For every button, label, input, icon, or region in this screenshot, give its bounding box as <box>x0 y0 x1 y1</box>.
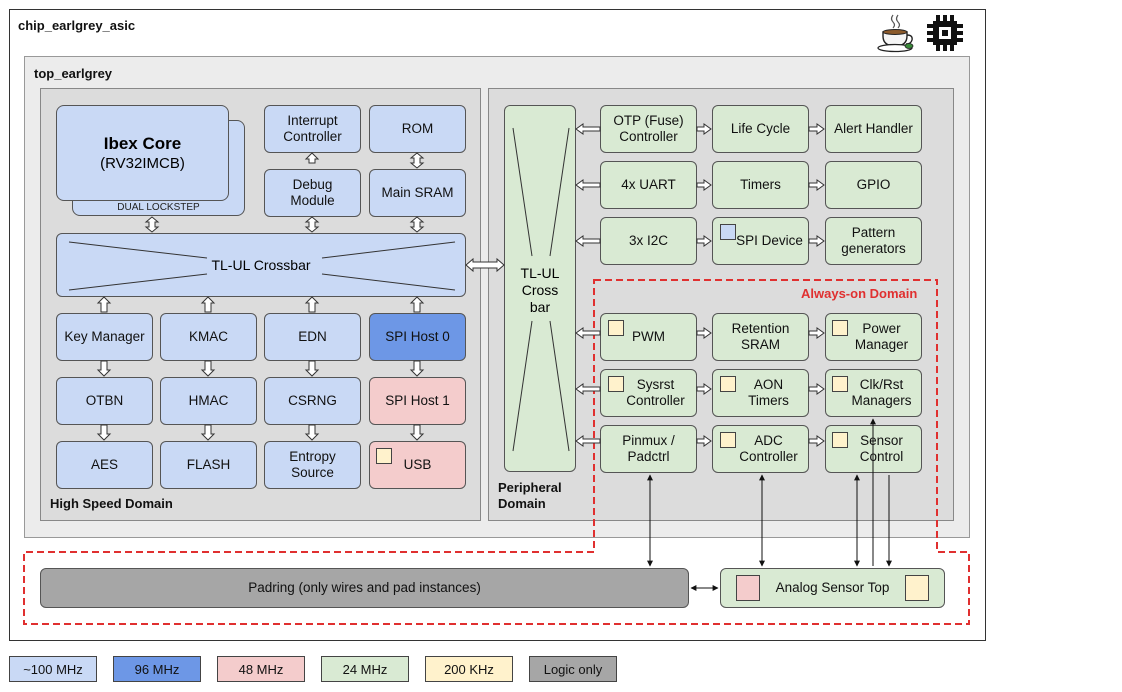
top-title: top_earlgrey <box>34 66 113 81</box>
csrng: CSRNG <box>264 377 361 425</box>
ibex-core-name: Ibex Core <box>103 133 182 153</box>
analog-48mhz-marker <box>736 575 760 601</box>
legend-24mhz: 24 MHz <box>321 656 409 682</box>
life-cycle: Life Cycle <box>712 105 809 153</box>
aes: AES <box>56 441 153 489</box>
power-manager-label: Power Manager <box>854 321 909 352</box>
legend-96mhz: 96 MHz <box>113 656 201 682</box>
sysrst-200khz-marker <box>608 376 624 392</box>
high-speed-domain-label: High Speed Domain <box>50 496 173 511</box>
spi-host-0: SPI Host 0 <box>369 313 466 361</box>
teacup-icon <box>876 12 918 54</box>
clk-rst-managers-label: Clk/Rst Managers <box>851 377 912 408</box>
usb-label: USB <box>403 457 432 472</box>
spi-host-1: SPI Host 1 <box>369 377 466 425</box>
key-manager: Key Manager <box>56 313 153 361</box>
entropy-source: Entropy Source <box>264 441 361 489</box>
interrupt-controller: Interrupt Controller <box>264 105 361 153</box>
tl-ul-crossbar-label: TL-UL Crossbar <box>211 257 311 273</box>
i2c: 3x I2C <box>600 217 697 265</box>
legend-48mhz: 48 MHz <box>217 656 305 682</box>
adc-200khz-marker <box>720 432 736 448</box>
ibex-core-isa: (RV32IMCB) <box>100 154 185 172</box>
peripheral-domain-label-line2: Domain <box>498 496 546 511</box>
timers: Timers <box>712 161 809 209</box>
ibex-lockstep-label: DUAL LOCKSTEP <box>117 202 200 213</box>
power-manager-200khz-marker <box>832 320 848 336</box>
ibex-core-block: Ibex Core (RV32IMCB) <box>56 105 229 201</box>
peripheral-crossbar: TL-UL Cross bar <box>504 105 576 472</box>
tl-ul-crossbar: TL-UL Crossbar <box>56 233 466 297</box>
legend-200khz: 200 KHz <box>425 656 513 682</box>
padring: Padring (only wires and pad instances) <box>40 568 689 608</box>
aon-timers-200khz-marker <box>720 376 736 392</box>
pattern-generators: Pattern generators <box>825 217 922 265</box>
peripheral-domain-label-line1: Peripheral <box>498 480 562 495</box>
pwm-label: PWM <box>632 329 665 344</box>
legend-logic-only: Logic only <box>529 656 617 682</box>
clk-rst-200khz-marker <box>832 376 848 392</box>
sensor-control-label: Sensor Control <box>859 433 904 464</box>
aon-timers-label: AON Timers <box>748 377 789 408</box>
flash: FLASH <box>160 441 257 489</box>
pinmux-padctrl: Pinmux / Padctrl <box>600 425 697 473</box>
usb-200khz-marker <box>376 448 392 464</box>
retention-sram: Retention SRAM <box>712 313 809 361</box>
peripheral-crossbar-label-3: bar <box>529 299 551 315</box>
main-sram: Main SRAM <box>369 169 466 217</box>
uart: 4x UART <box>600 161 697 209</box>
sysrst-controller-label: Sysrst Controller <box>626 377 685 408</box>
adc-controller-label: ADC Controller <box>739 433 798 464</box>
spi-device-label: SPI Device <box>736 233 803 248</box>
otp-controller: OTP (Fuse) Controller <box>600 105 697 153</box>
peripheral-crossbar-label-1: TL-UL <box>520 265 560 281</box>
peripheral-crossbar-label-2: Cross <box>521 282 559 298</box>
spi-device-100mhz-marker <box>720 224 736 240</box>
sensor-control-200khz-marker <box>832 432 848 448</box>
gpio: GPIO <box>825 161 922 209</box>
analog-sensor-top-label: Analog Sensor Top <box>775 580 890 595</box>
kmac: KMAC <box>160 313 257 361</box>
always-on-domain-label: Always-on Domain <box>801 286 918 301</box>
hmac: HMAC <box>160 377 257 425</box>
analog-200khz-marker <box>905 575 929 601</box>
legend-100mhz: ~100 MHz <box>9 656 97 682</box>
alert-handler: Alert Handler <box>825 105 922 153</box>
chip-logo-icon <box>925 14 965 52</box>
rom: ROM <box>369 105 466 153</box>
debug-module: Debug Module <box>264 169 361 217</box>
chip-title: chip_earlgrey_asic <box>18 18 136 33</box>
pwm-200khz-marker <box>608 320 624 336</box>
edn: EDN <box>264 313 361 361</box>
otbn: OTBN <box>56 377 153 425</box>
